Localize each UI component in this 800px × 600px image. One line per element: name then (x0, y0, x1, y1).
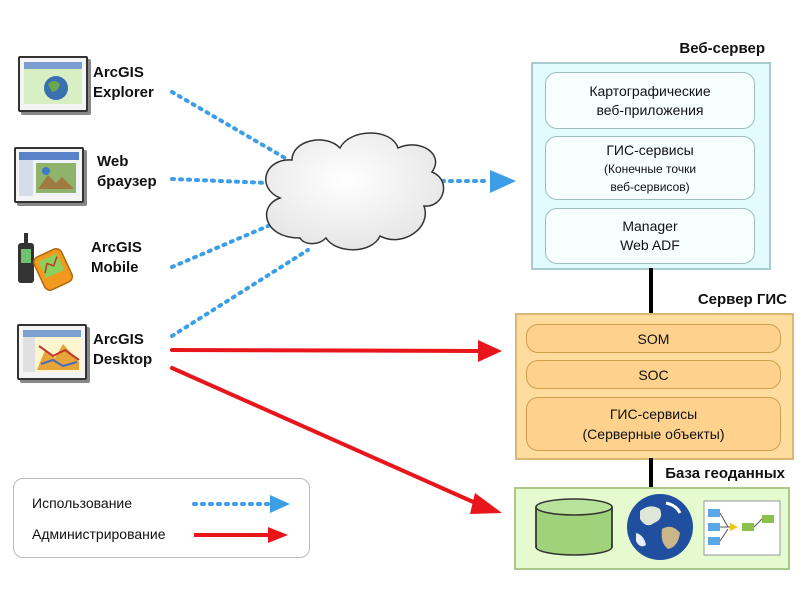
client-label-explorer-1: ArcGIS (93, 64, 144, 81)
arcgis-mobile-icon (14, 229, 74, 293)
web-gis-services-line2: (Конечные точки (603, 161, 697, 176)
workflow-diagram-icon (703, 500, 781, 556)
geodatabase-panel (514, 487, 790, 570)
usage-line-mobile (170, 224, 270, 269)
server-objects-line2: (Серверные объекты) (582, 426, 725, 442)
som-box: SOM (526, 324, 781, 353)
arcgis-desktop-icon (17, 324, 87, 380)
gis-server-panel: SOM SOC ГИС-сервисы (Серверные объекты) (515, 313, 794, 460)
client-label-mobile-2: Mobile (91, 259, 139, 276)
database-cylinder-icon (535, 498, 613, 556)
gis-server-title: Сервер ГИС (697, 291, 787, 308)
admin-arrowhead-gis (478, 340, 502, 362)
usage-arrowhead (490, 170, 516, 193)
web-gis-services-box: ГИС-сервисы (Конечные точки веб-сервисов… (545, 136, 755, 200)
web-to-gis-connector (649, 268, 653, 313)
manager-line2: Web ADF (620, 237, 680, 253)
client-label-explorer-2: Explorer (93, 84, 154, 101)
usage-line-desktop (170, 248, 310, 338)
web-apps-line1: Картографические (589, 82, 711, 99)
network-cloud-icon (265, 132, 445, 251)
arcgis-explorer-icon (18, 56, 88, 112)
usage-line-explorer (170, 90, 287, 160)
web-gis-services-line1: ГИС-сервисы (606, 141, 694, 158)
client-label-browser-1: Web (97, 153, 129, 170)
usage-line-browser (170, 177, 270, 185)
web-apps-line2: веб-приложения (596, 101, 704, 118)
web-server-panel: Картографические веб-приложения ГИС-серв… (531, 62, 771, 270)
soc-box: SOC (526, 360, 781, 389)
legend-usage-label: Использование (32, 495, 133, 511)
legend: Использование Администрирование (13, 478, 310, 558)
legend-admin-arrowhead (268, 527, 288, 543)
web-browser-icon (14, 147, 84, 203)
client-label-mobile-1: ArcGIS (91, 239, 142, 256)
web-apps-box: Картографические веб-приложения (545, 72, 755, 129)
legend-admin-label: Администрирование (32, 526, 166, 542)
earth-globe-icon (627, 494, 693, 560)
server-objects-box: ГИС-сервисы (Серверные объекты) (526, 397, 781, 451)
soc-label: SOC (638, 366, 669, 383)
admin-line-to-gis-server (170, 348, 480, 353)
server-objects-line1: ГИС-сервисы (609, 406, 698, 422)
manager-web-adf-box: Manager Web ADF (545, 208, 755, 264)
admin-arrowhead-db (470, 493, 502, 514)
admin-line-to-geodatabase (170, 366, 482, 507)
manager-line1: Manager (622, 218, 678, 234)
gis-to-db-connector (649, 458, 653, 487)
som-label: SOM (637, 330, 670, 347)
legend-usage-arrowhead (270, 495, 290, 513)
web-server-title: Веб-сервер (679, 40, 765, 57)
client-label-browser-2: браузер (97, 173, 157, 190)
web-gis-services-line3: веб-сервисов) (610, 179, 690, 194)
geodatabase-title: База геоданных (665, 465, 785, 482)
client-label-desktop-2: Desktop (93, 351, 153, 368)
client-label-desktop-1: ArcGIS (93, 331, 144, 348)
